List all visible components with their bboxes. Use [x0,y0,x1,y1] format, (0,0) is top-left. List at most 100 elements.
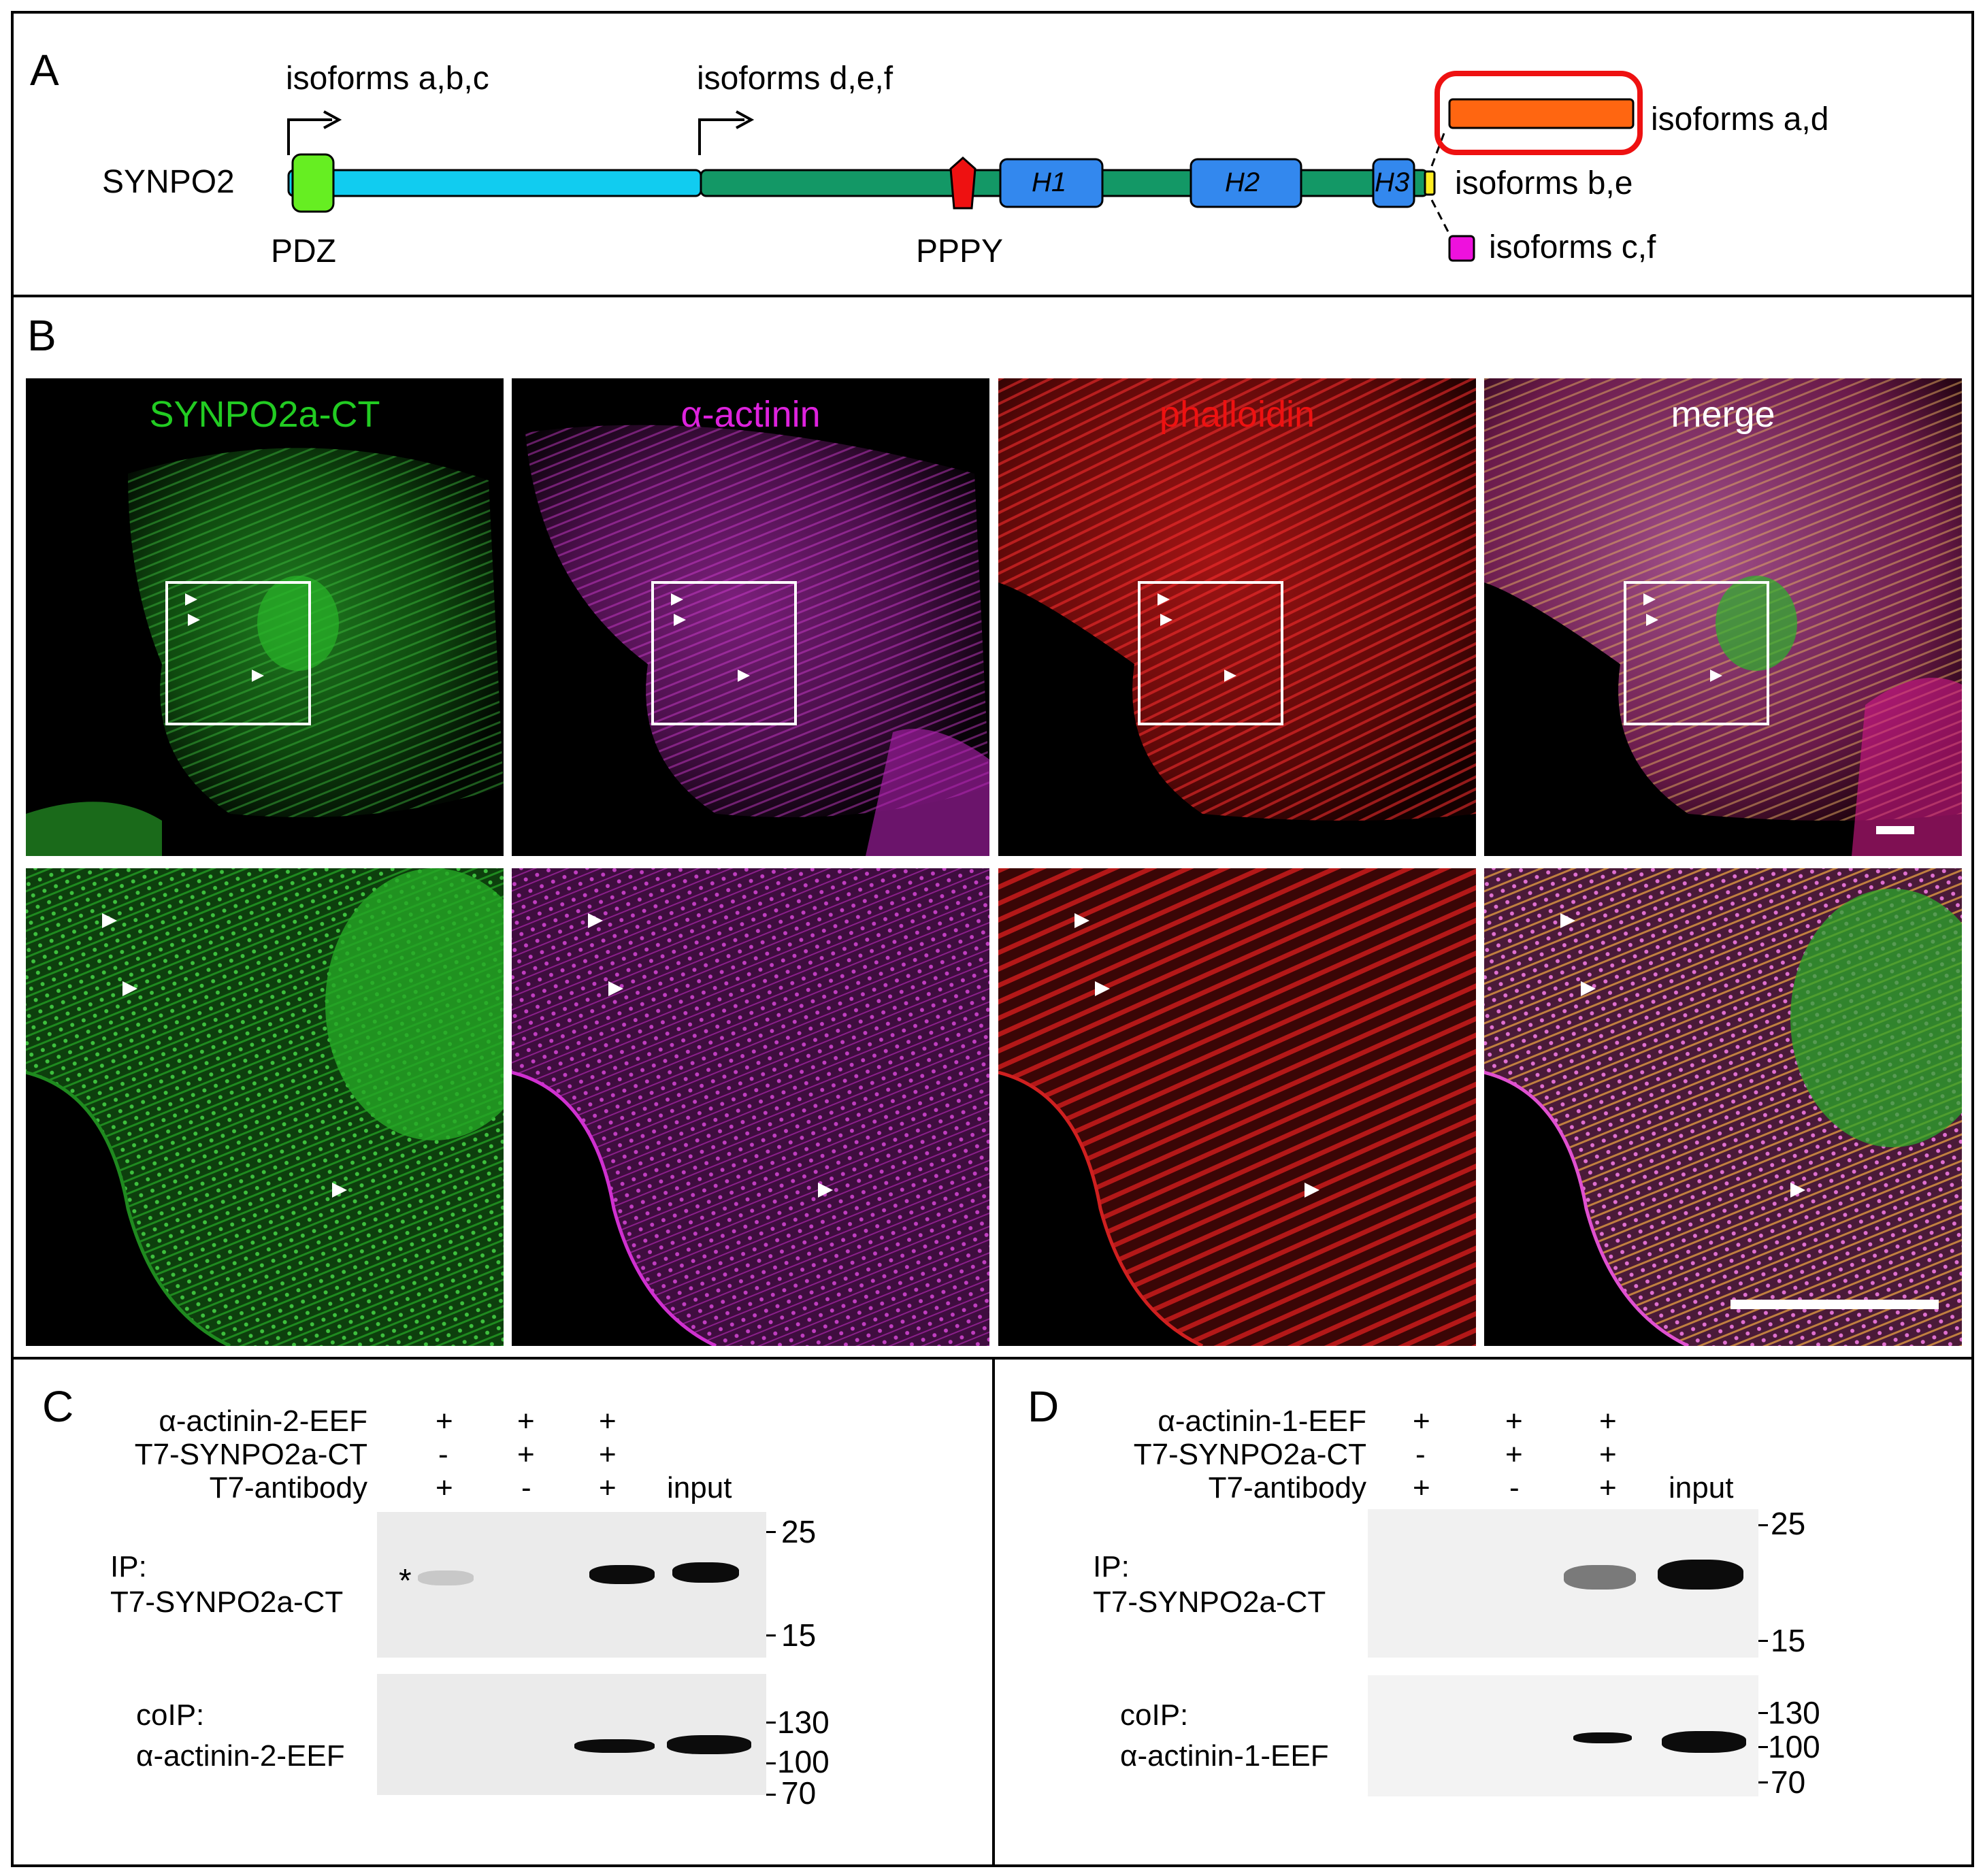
c-ip-label-2: T7-SYNPO2a-CT [110,1585,344,1619]
c-coip-tick-70 [766,1794,776,1796]
highlight-box [1434,71,1643,155]
h1-domain [999,158,1104,208]
d-ip-label-2: T7-SYNPO2a-CT [1093,1585,1326,1619]
promoter-label-2: isoforms d,e,f [697,61,893,97]
panel-b-letter: B [27,311,56,360]
pdz-label: PDZ [271,233,336,269]
promoter-arrow-2-head [736,110,755,129]
micrograph-phalloidin-zoom [998,868,1476,1346]
c-ip-tick-15 [766,1634,776,1636]
tail-cf [1448,235,1475,262]
c-row-label-3: T7-antibody [209,1471,367,1504]
d-coip-band-lane3 [1573,1732,1632,1743]
c-mark-r2-l3: + [599,1438,617,1471]
c-ip-marker-25: 25 [781,1514,817,1549]
d-coip-label-1: coIP: [1120,1698,1189,1732]
d-mark-r1-l3: + [1599,1404,1617,1438]
d-coip-tick-70 [1758,1781,1768,1783]
c-mark-r3-l1: + [436,1471,453,1504]
micrograph-phalloidin-overview [998,378,1476,856]
d-row-label-2: T7-SYNPO2a-CT [1133,1438,1366,1471]
c-coip-marker-70: 70 [781,1775,817,1811]
d-mark-r2-l3: + [1599,1438,1617,1471]
tail-ad-label: isoforms a,d [1651,101,1829,137]
channel-label-merge: merge [1671,394,1775,435]
tail-ad [1448,98,1635,129]
panel-d-letter: D [1028,1382,1060,1431]
c-coip-marker-130: 130 [777,1705,830,1740]
micrograph-merge-zoom [1484,868,1962,1346]
channel-label-phalloidin: phalloidin [1159,394,1315,435]
tail-be-label: isoforms b,e [1455,165,1633,201]
c-ip-marker-15: 15 [781,1617,817,1653]
c-mark-r1-l3: + [599,1404,617,1438]
d-ip-tick-15 [1758,1640,1768,1642]
panel-c-letter: C [42,1382,74,1431]
c-coip-label-1: coIP: [136,1698,205,1732]
d-ip-band-lane3 [1564,1565,1636,1590]
c-mark-r2-l1: - [438,1438,448,1471]
d-coip-band-input [1662,1731,1746,1753]
d-mark-r2-l1: - [1415,1438,1426,1471]
h2-label: H2 [1225,167,1260,197]
d-ip-marker-25: 25 [1771,1506,1806,1541]
d-ip-label-1: IP: [1093,1550,1130,1583]
c-row-label-1: α-actinin-2-EEF [159,1404,367,1438]
d-input-label: input [1669,1471,1734,1504]
domain-diagram [287,71,1643,262]
d-coip-tick-100 [1758,1746,1768,1748]
c-mark-r3-l2: - [521,1471,531,1504]
c-ip-tick-25 [766,1531,776,1533]
c-ip-band-input [672,1562,739,1583]
c-ip-band-lane3 [589,1565,655,1584]
d-mark-r3-l1: + [1413,1471,1430,1504]
c-input-label: input [667,1471,732,1504]
c-coip-tick-100 [766,1762,776,1764]
n-segment [287,169,702,197]
d-ip-band-input [1658,1560,1743,1590]
divider-a-b [11,295,1974,297]
d-mark-r2-l2: + [1505,1438,1523,1471]
tail-be [1424,170,1436,196]
gene-label: SYNPO2 [102,164,235,200]
d-ip-marker-15: 15 [1771,1623,1806,1658]
c-coip-label-2: α-actinin-2-EEF [136,1739,345,1773]
tail-cf-label: isoforms c,f [1489,229,1656,265]
micrograph-synpo2-overview [26,378,504,856]
pdz-domain [291,153,335,213]
c-mark-r2-l2: + [517,1438,535,1471]
promoter-arrow-1-head [323,110,342,129]
d-mark-r1-l1: + [1413,1404,1430,1438]
d-ip-tick-25 [1758,1524,1768,1526]
c-mark-r1-l1: + [436,1404,453,1438]
d-mark-r1-l2: + [1505,1404,1523,1438]
d-coip-marker-100: 100 [1768,1729,1820,1764]
c-coip-marker-100: 100 [777,1744,830,1779]
d-mark-r3-l2: - [1509,1471,1520,1504]
d-coip-marker-130: 130 [1768,1695,1820,1730]
d-mark-r3-l3: + [1599,1471,1617,1504]
c-row-label-2: T7-SYNPO2a-CT [134,1438,367,1471]
d-row-label-1: α-actinin-1-EEF [1158,1404,1366,1438]
h2-domain [1190,158,1302,208]
micrograph-synpo2-zoom [26,868,504,1346]
channel-label-actinin: α-actinin [680,394,821,435]
c-coip-blot [377,1674,766,1795]
d-coip-marker-70: 70 [1771,1764,1806,1800]
scale-bar-overview [1876,826,1914,834]
c-mark-r1-l2: + [517,1404,535,1438]
h1-label: H1 [1032,167,1067,197]
pppy-motif [949,156,977,210]
promoter-label-1: isoforms a,b,c [286,61,489,97]
dash-to-cf [1430,199,1455,243]
dash-to-ad [1430,133,1445,167]
c-ip-band-lane1 [418,1570,474,1585]
c-mark-r3-l3: + [599,1471,617,1504]
c-asterisk: * [399,1563,412,1599]
c-coip-band-input [667,1735,751,1754]
channel-label-synpo2: SYNPO2a-CT [149,394,380,435]
panel-a-letter: A [30,46,59,95]
micrograph-actinin-zoom [512,868,989,1346]
pppy-label: PPPY [916,233,1004,269]
c-coip-tick-130 [766,1722,776,1724]
